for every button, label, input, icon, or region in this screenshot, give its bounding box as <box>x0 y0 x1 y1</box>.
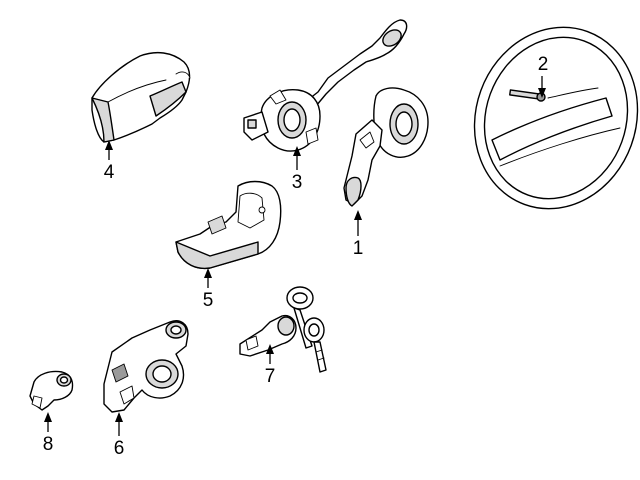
leader-4 <box>105 140 113 160</box>
callout-4: 4 <box>104 162 115 183</box>
callout-3: 3 <box>292 172 303 193</box>
part-5-lower-cover <box>175 180 282 270</box>
part-6-lock-housing <box>103 320 189 413</box>
part-3-wiper-switch <box>243 19 408 152</box>
callout-labels: 1 2 3 4 5 6 7 8 <box>43 54 549 459</box>
part-2-steering-wheel <box>473 26 639 210</box>
leader-2 <box>538 76 546 98</box>
leader-6 <box>115 412 123 436</box>
part-7-lock-cylinder-keys <box>239 286 327 373</box>
leader-1 <box>354 210 362 236</box>
callout-2: 2 <box>538 54 549 75</box>
callout-leaders <box>44 76 546 436</box>
part-8-small-switch <box>29 370 74 411</box>
callout-7: 7 <box>265 366 276 387</box>
callout-5: 5 <box>203 290 214 311</box>
part-4-upper-cover <box>91 51 191 143</box>
callout-6: 6 <box>114 438 125 459</box>
leader-8 <box>44 412 52 432</box>
leader-5 <box>204 268 212 288</box>
leader-3 <box>293 146 301 170</box>
callout-1: 1 <box>353 238 364 259</box>
leader-7 <box>266 344 274 364</box>
part-1-turn-signal-switch <box>343 87 429 207</box>
callout-8: 8 <box>43 434 54 455</box>
